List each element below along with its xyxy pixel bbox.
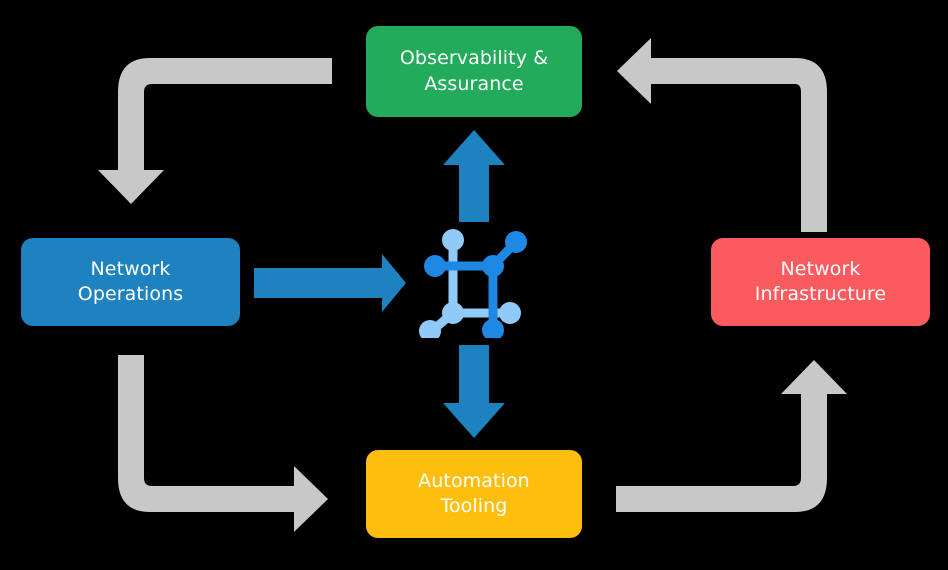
arrow-center-to-automation: [443, 345, 505, 438]
network-topology-icon: [419, 229, 527, 338]
node-observability-assurance[interactable]: Observability & Assurance: [366, 26, 582, 117]
arrow-observability-to-operations: [98, 58, 332, 204]
arrow-infrastructure-to-observability: [617, 38, 827, 232]
node-network-operations[interactable]: Network Operations: [21, 238, 240, 326]
node-network-infrastructure[interactable]: Network Infrastructure: [711, 238, 930, 326]
arrow-center-to-observability: [443, 130, 505, 222]
arrow-operations-to-automation: [118, 355, 328, 532]
arrow-automation-to-infrastructure: [616, 360, 847, 512]
node-automation-tooling[interactable]: Automation Tooling: [366, 450, 582, 538]
arrow-operations-to-center: [254, 254, 406, 312]
